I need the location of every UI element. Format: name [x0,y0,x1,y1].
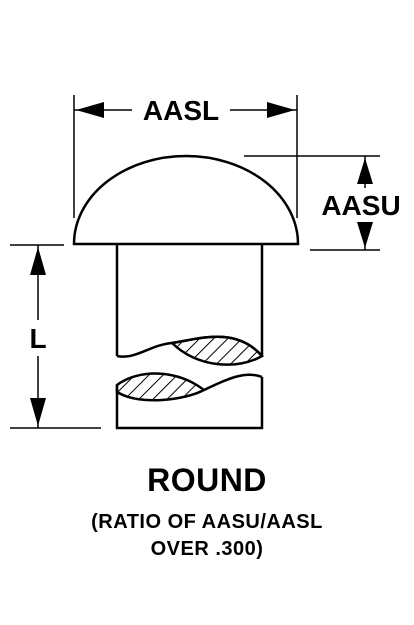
l-arrow-top [30,247,46,275]
lower-break-hatch [115,372,207,402]
aasl-arrow-left [76,102,104,118]
aasl-label: AASL [143,95,219,126]
l-label: L [29,323,46,354]
rivet-head [72,154,300,246]
l-arrow-bottom [30,398,46,426]
caption-subtitle-line1: (RATIO OF AASU/AASL [91,511,323,533]
rivet-shank-upper [115,244,264,356]
rivet-shank-lower [115,377,264,430]
rivet-diagram: AASL AASU L [10,95,401,430]
aasl-arrow-right [267,102,295,118]
aasu-arrow-top [357,158,373,184]
lower-break-line [203,373,263,392]
caption-subtitle-line2: OVER .300) [150,538,264,560]
aasu-arrow-bottom [357,222,373,248]
caption-title: ROUND [147,462,267,498]
upper-break-hatch [169,335,264,366]
aasu-label: AASU [321,190,400,221]
